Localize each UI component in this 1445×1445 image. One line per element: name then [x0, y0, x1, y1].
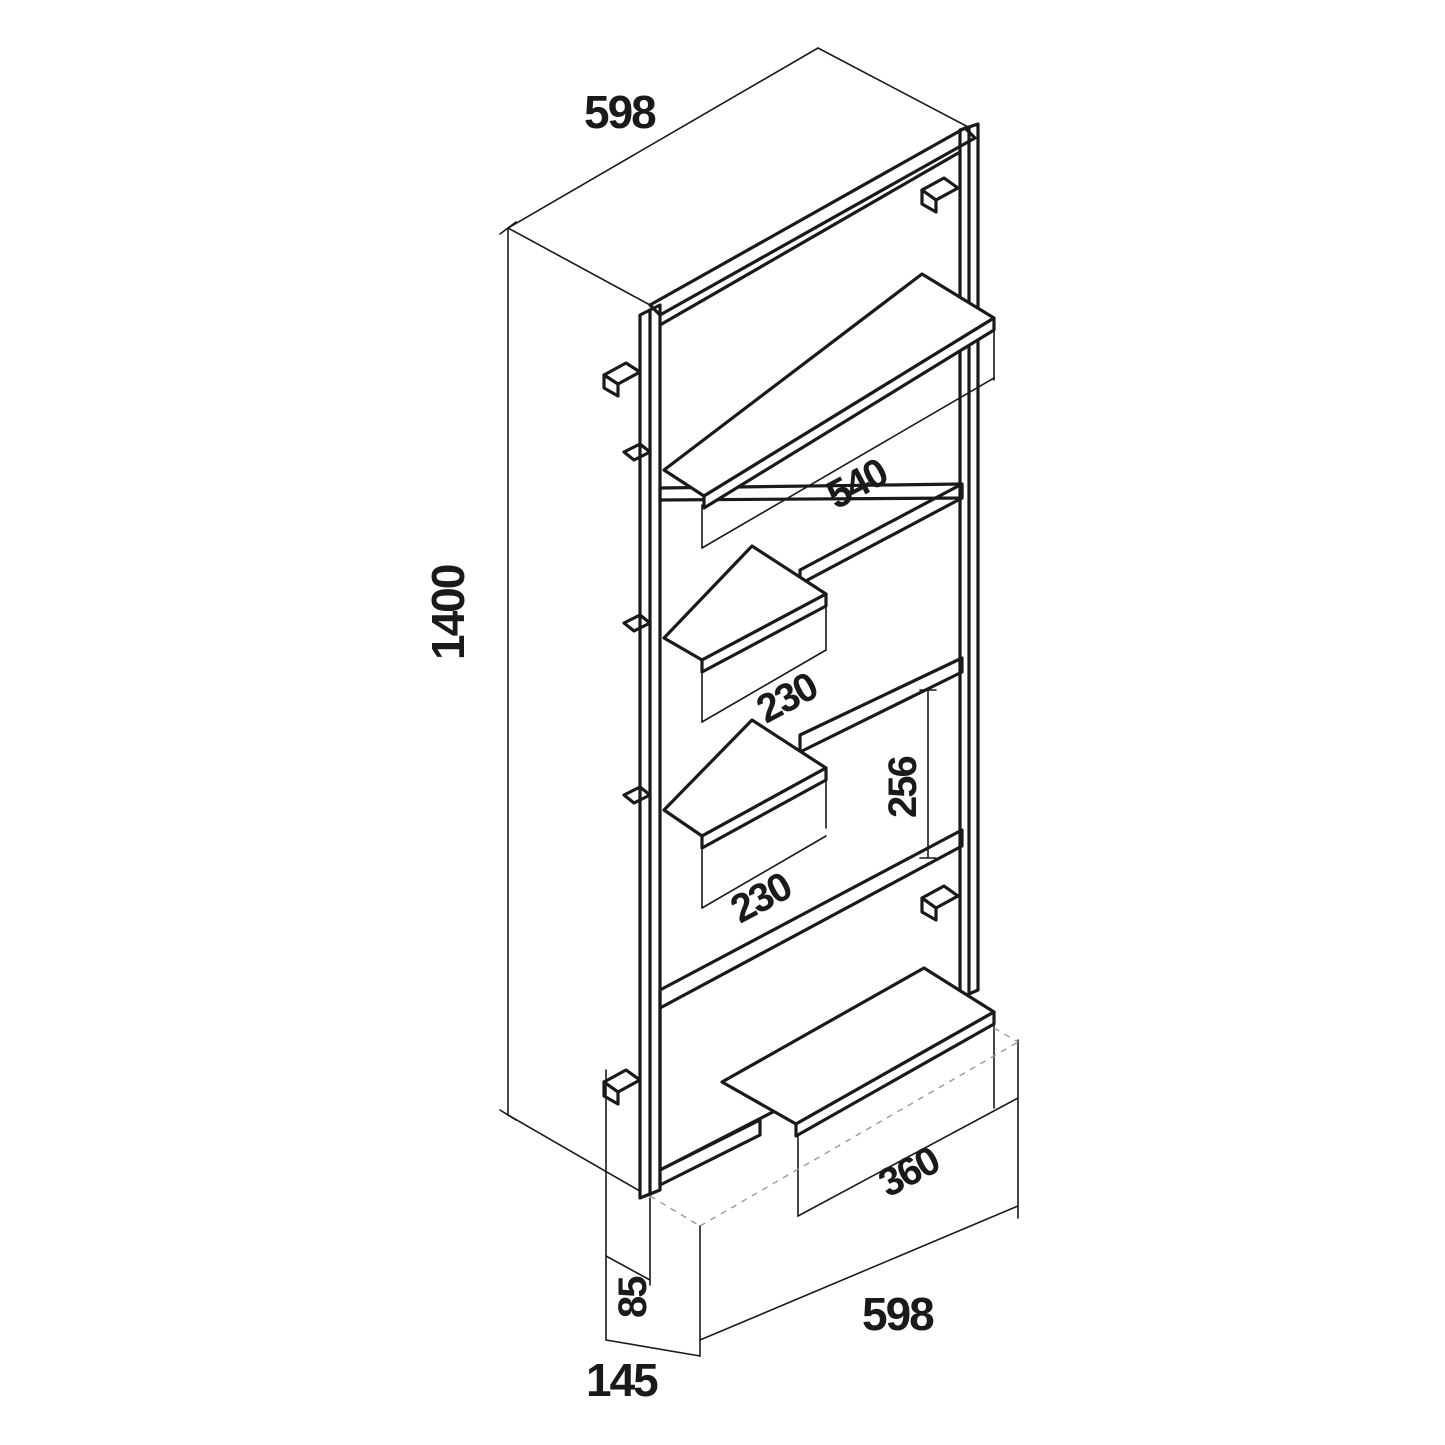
label-top-width: 598	[584, 86, 656, 138]
label-upper-small-shelf-depth: 230	[750, 664, 825, 732]
label-side-offset: 85	[611, 1276, 655, 1318]
front-frame	[638, 122, 980, 1200]
label-shelf-spacing: 256	[881, 757, 925, 818]
label-top-shelf-depth: 540	[820, 450, 895, 518]
label-bottom-shelf-depth: 360	[872, 1138, 947, 1206]
base-footprint	[605, 1027, 1019, 1357]
label-height: 1400	[422, 565, 474, 660]
bottom-shelf	[720, 966, 1019, 1219]
top-shelf	[662, 272, 996, 549]
spacing-guide	[919, 689, 937, 859]
lower-small-shelf	[662, 718, 828, 909]
upper-small-shelf	[662, 544, 828, 723]
label-base-width: 598	[862, 1288, 934, 1340]
cabinet-outline	[499, 47, 971, 1191]
label-base-depth: 145	[586, 1354, 658, 1406]
wall-brackets	[602, 176, 960, 1106]
